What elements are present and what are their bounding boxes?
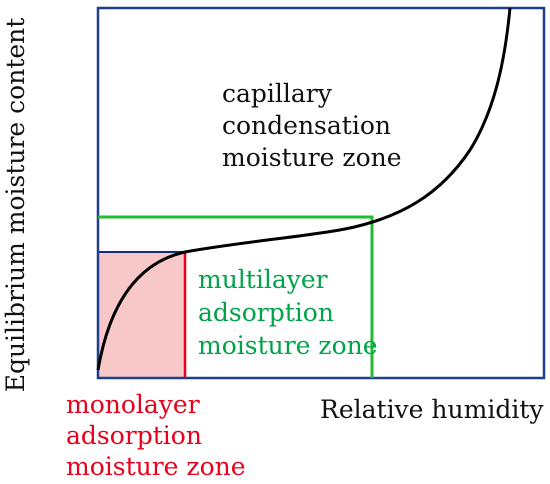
x-axis-label: Relative humidity (320, 395, 544, 424)
monolayer-zone-box (97, 251, 186, 379)
y-axis-label: Equilibrium moisture content (1, 18, 30, 393)
multilayer-zone-label-line-2: adsorption (198, 298, 334, 327)
monolayer-zone-label-line-2: adsorption (66, 421, 202, 450)
capillary-zone-label-line-2: condensation (222, 111, 391, 140)
plot-frame (96, 6, 546, 380)
isotherm-curve (96, 7, 512, 371)
monolayer-zone-label-line-3: moisture zone (66, 452, 246, 481)
capillary-zone-label-line-3: moisture zone (222, 143, 402, 172)
multilayer-boundary-line (98, 215, 374, 378)
multilayer-zone-label-line-3: moisture zone (198, 331, 378, 360)
capillary-zone-label-line-1: capillary (222, 79, 333, 108)
monolayer-zone-label-line-1: monolayer (66, 390, 200, 419)
multilayer-zone-label-line-1: multilayer (198, 265, 328, 294)
